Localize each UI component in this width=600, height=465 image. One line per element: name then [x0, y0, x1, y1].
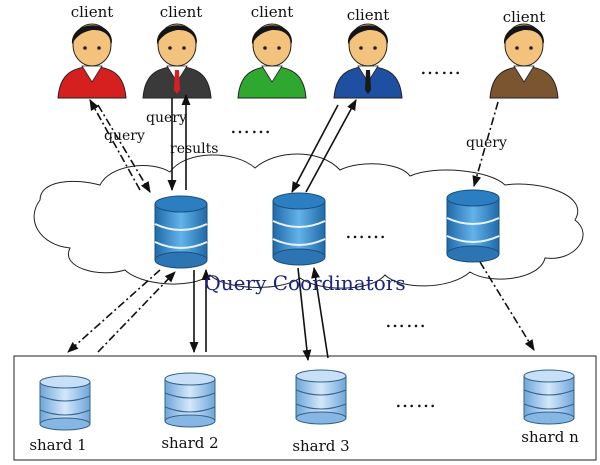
arrow-coord1-shard1-a: [67, 269, 161, 353]
client-group: client client client: [57, 3, 559, 99]
client-label-5: client: [503, 8, 546, 26]
shard-db-2: shard 2: [161, 372, 219, 452]
arrow-client4-down: [291, 104, 339, 193]
query-label-right: query: [466, 135, 507, 151]
coordinator-db-2: [272, 192, 326, 266]
client-label-1: client: [71, 3, 114, 21]
database-icon: [523, 369, 575, 425]
client-5: client: [489, 8, 559, 99]
database-icon: [446, 189, 500, 263]
database-icon: [154, 195, 208, 269]
arrow-client1-query: [97, 104, 151, 193]
person-icon: [142, 23, 212, 99]
coordinators-label: Query Coordinators: [204, 271, 405, 295]
ellipsis-shards: ……: [395, 388, 437, 412]
arrow-coord1-shard1-b: [97, 271, 176, 353]
coordinator-shard-arrows: [67, 261, 535, 362]
arrow-coord2-shard3-down: [297, 267, 312, 362]
coordinator-db-3: [446, 189, 500, 263]
arrow-coord2-shard3-up: [311, 266, 329, 359]
shard-label-n: shard n: [521, 428, 579, 446]
client-3: client: [237, 3, 307, 99]
person-icon: [489, 23, 559, 99]
shard-label-2: shard 2: [161, 434, 218, 452]
ellipsis-arrows: ……: [230, 114, 272, 138]
person-icon: [57, 23, 127, 99]
shard-db-n: shard n: [521, 369, 579, 446]
client-2: client: [142, 3, 212, 99]
client-1: client: [57, 3, 127, 99]
ellipsis-coordinators: ……: [345, 219, 387, 243]
person-icon: [333, 23, 403, 99]
client-coordinator-arrows: [89, 93, 499, 193]
database-icon: [164, 372, 216, 428]
database-icon: [295, 369, 347, 425]
coordinator-db-1: [154, 195, 208, 269]
database-icon: [272, 192, 326, 266]
arrow-client1-return: [89, 99, 141, 191]
client-4: client: [333, 6, 403, 99]
arrow-client4-up: [305, 99, 357, 193]
shard-label-1: shard 1: [29, 436, 86, 454]
client-label-3: client: [251, 3, 294, 21]
arrow-coord3-shardn: [479, 261, 535, 351]
query-label-mid: query: [146, 110, 187, 126]
shard-db-3: shard 3: [292, 369, 350, 455]
ellipsis-shard-arrows: ……: [385, 308, 427, 332]
query-label-left: query: [104, 128, 145, 144]
database-icon: [39, 375, 91, 431]
person-icon: [237, 23, 307, 99]
arrow-client5-query: [472, 101, 499, 188]
shard-label-3: shard 3: [292, 437, 349, 455]
shard-db-1: shard 1: [29, 375, 91, 454]
ellipsis-clients: ……: [420, 55, 462, 79]
client-label-4: client: [347, 6, 390, 24]
results-label: results: [170, 141, 218, 157]
client-label-2: client: [160, 3, 203, 21]
